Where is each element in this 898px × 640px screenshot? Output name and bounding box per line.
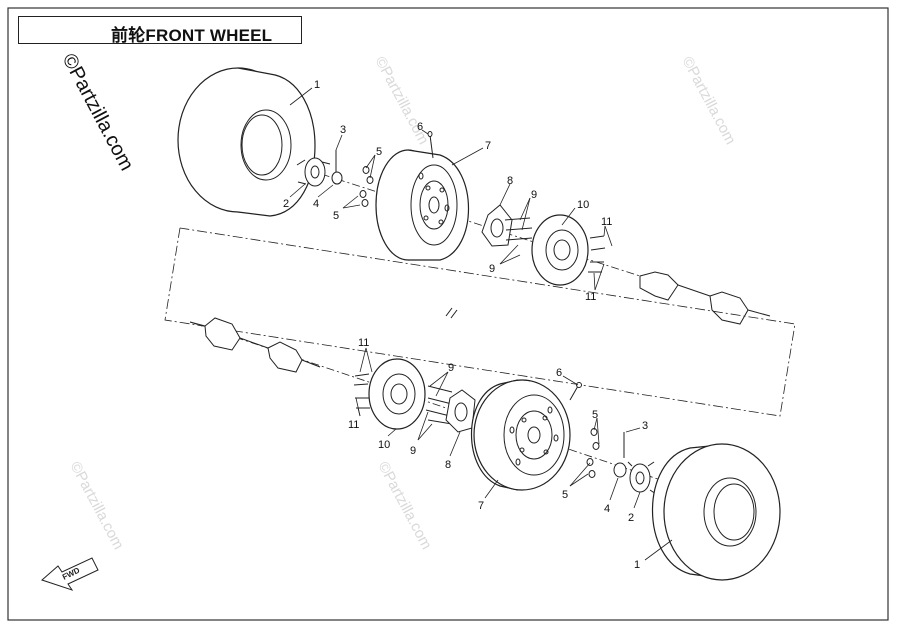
callout-upper-5b: 5: [333, 210, 339, 222]
upper-drive-shaft: [639, 271, 771, 325]
upper-wheel-hub: [481, 204, 513, 247]
callout-lower-11b: 11: [348, 419, 359, 431]
upper-assembly: [177, 67, 771, 325]
callout-lower-9b: 9: [410, 445, 416, 457]
callout-lower-10: 10: [378, 439, 390, 451]
watermark-faint-4: ©Partzilla.com: [374, 459, 435, 553]
upper-axle-nut: [331, 150, 343, 185]
callout-upper-6: 6: [417, 121, 423, 133]
callout-lower-8: 8: [445, 459, 451, 471]
lower-brake-disc: [368, 358, 426, 430]
upper-callouts: 1 3 6 5 7 8 9 10 11 2 4 5 9 11: [283, 79, 612, 303]
fwd-arrow-icon: FWD: [41, 557, 99, 591]
lower-lug-nuts: [586, 428, 600, 478]
title-box: 前轮FRONT WHEEL: [18, 16, 302, 45]
lower-hub-cap: [627, 461, 657, 495]
callout-upper-11a: 11: [601, 216, 612, 228]
callout-lower-6: 6: [556, 367, 562, 379]
callout-lower-3: 3: [642, 420, 648, 432]
callout-lower-7: 7: [478, 500, 484, 512]
callout-leaders: [289, 87, 673, 561]
lower-callouts: 11 9 6 3 5 10 9 8 7 5 4 2 11 1: [348, 337, 648, 571]
watermark-faint-1: ©Partzilla.com: [371, 54, 432, 148]
callout-upper-2: 2: [283, 198, 289, 210]
callout-lower-5b: 5: [562, 489, 568, 501]
callout-lower-9a: 9: [448, 362, 454, 374]
lower-drive-shaft: [189, 317, 321, 373]
outer-border: [7, 7, 889, 621]
callout-upper-5a: 5: [376, 146, 382, 158]
callout-upper-11b: 11: [585, 291, 596, 303]
upper-wheel-rim: [375, 149, 469, 261]
lower-hub-bolts: [425, 385, 453, 425]
callout-lower-4: 4: [604, 503, 610, 515]
callout-upper-4: 4: [313, 198, 319, 210]
watermark-faint-2: ©Partzilla.com: [678, 54, 739, 148]
lower-axle-nut: [613, 432, 627, 478]
break-mark: [445, 307, 458, 319]
assembly-connector-box: [164, 227, 796, 417]
upper-lug-nuts: [359, 166, 374, 207]
lower-assembly: [189, 317, 781, 581]
lower-valve-stem: [569, 385, 579, 401]
callout-upper-8: 8: [507, 175, 513, 187]
upper-tire: [177, 67, 316, 217]
upper-valve-stem: [429, 134, 434, 159]
callout-upper-10: 10: [577, 199, 589, 211]
lower-wheel-rim: [471, 379, 571, 491]
callout-upper-7: 7: [485, 140, 491, 152]
upper-brake-disc: [531, 214, 589, 286]
callout-lower-11a: 11: [358, 337, 369, 349]
callout-lower-1: 1: [634, 559, 640, 571]
lower-tire: [652, 443, 781, 581]
callout-upper-1: 1: [314, 79, 320, 91]
lower-wheel-hub: [445, 389, 476, 433]
callout-upper-9b: 9: [489, 263, 495, 275]
upper-hub-cap: [296, 157, 331, 187]
lower-disc-bolts: [353, 373, 370, 409]
upper-disc-bolts: [588, 235, 606, 273]
callout-upper-9a: 9: [531, 189, 537, 201]
callout-lower-2: 2: [628, 512, 634, 524]
upper-hub-bolts: [504, 217, 533, 241]
upper-valve-cap: [427, 131, 433, 137]
watermark-main: ©Partzilla.com: [58, 50, 138, 174]
callout-upper-3: 3: [340, 124, 346, 136]
callout-lower-5a: 5: [592, 409, 598, 421]
watermark-faint-3: ©Partzilla.com: [66, 459, 127, 553]
lower-valve-cap: [576, 382, 582, 388]
page-title: 前轮FRONT WHEEL: [111, 26, 273, 45]
